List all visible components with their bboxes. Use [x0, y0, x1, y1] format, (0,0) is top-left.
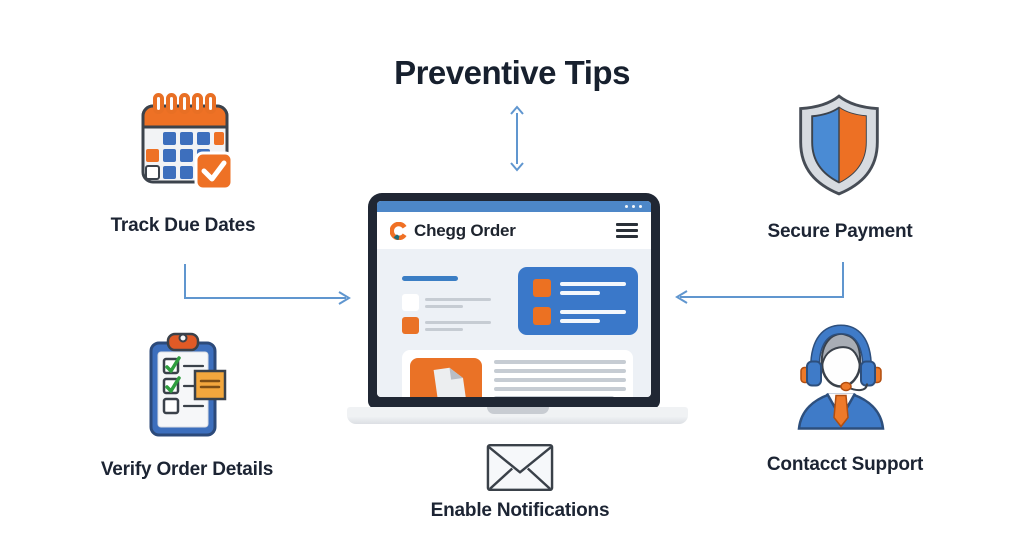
- contact-support-label: Contacct Support: [766, 454, 924, 475]
- card-item-placeholder: [533, 307, 551, 325]
- node-enable-notifications: [486, 443, 554, 497]
- menu-icon: [616, 223, 638, 238]
- node-secure-payment: [793, 90, 885, 205]
- window-dot-icon: [632, 205, 635, 208]
- node-contact-support: [791, 315, 891, 442]
- shield-icon: [799, 94, 879, 196]
- text-placeholder: [560, 319, 600, 323]
- enable-notifications-label: Enable Notifications: [430, 500, 610, 521]
- text-placeholder: [425, 328, 463, 331]
- secure-to-laptop-arrow: [675, 262, 844, 304]
- verify-order-details-label: Verify Order Details: [100, 459, 274, 480]
- chegg-logo-icon: [390, 221, 407, 240]
- window-dot-icon: [625, 205, 628, 208]
- app-header: Chegg Order: [377, 212, 651, 249]
- text-placeholder: [425, 321, 491, 324]
- screen-heading-bar: [402, 276, 458, 281]
- laptop-base-notch: [486, 407, 549, 414]
- calendar-icon: [141, 93, 234, 191]
- order-detail-card: [402, 350, 633, 397]
- browser-titlebar: [377, 201, 651, 212]
- support-agent-icon: [797, 324, 885, 430]
- node-verify-order-details: [137, 327, 237, 447]
- card-item-placeholder: [533, 279, 551, 297]
- track-due-dates-label: Track Due Dates: [110, 215, 256, 236]
- text-placeholder: [494, 360, 626, 364]
- laptop-screen: Chegg Order: [377, 201, 651, 397]
- clipboard-checklist-icon: [149, 332, 227, 437]
- screen-content: [377, 249, 651, 397]
- page-title: Preventive Tips: [394, 54, 630, 91]
- track-to-laptop-arrow: [184, 264, 351, 305]
- document-tile-icon: [410, 358, 482, 397]
- text-placeholder: [560, 310, 626, 314]
- secure-payment-label: Secure Payment: [767, 221, 913, 242]
- text-placeholder: [560, 291, 600, 295]
- node-track-due-dates: [133, 92, 237, 201]
- laptop-bezel: Chegg Order: [368, 193, 660, 409]
- text-placeholder: [425, 305, 463, 308]
- envelope-icon: [486, 443, 554, 492]
- text-placeholder: [494, 387, 626, 391]
- text-placeholder: [560, 282, 626, 286]
- laptop-base: [347, 407, 688, 424]
- app-name: Chegg Order: [414, 220, 516, 240]
- text-placeholder: [494, 396, 614, 397]
- text-placeholder: [425, 298, 491, 301]
- window-dot-icon: [639, 205, 642, 208]
- order-summary-card: [518, 267, 638, 335]
- text-placeholder: [494, 378, 626, 382]
- text-placeholder: [494, 369, 626, 373]
- list-item-placeholder: [402, 317, 419, 334]
- title-to-laptop-arrow: [510, 105, 524, 172]
- list-item-placeholder: [402, 294, 419, 311]
